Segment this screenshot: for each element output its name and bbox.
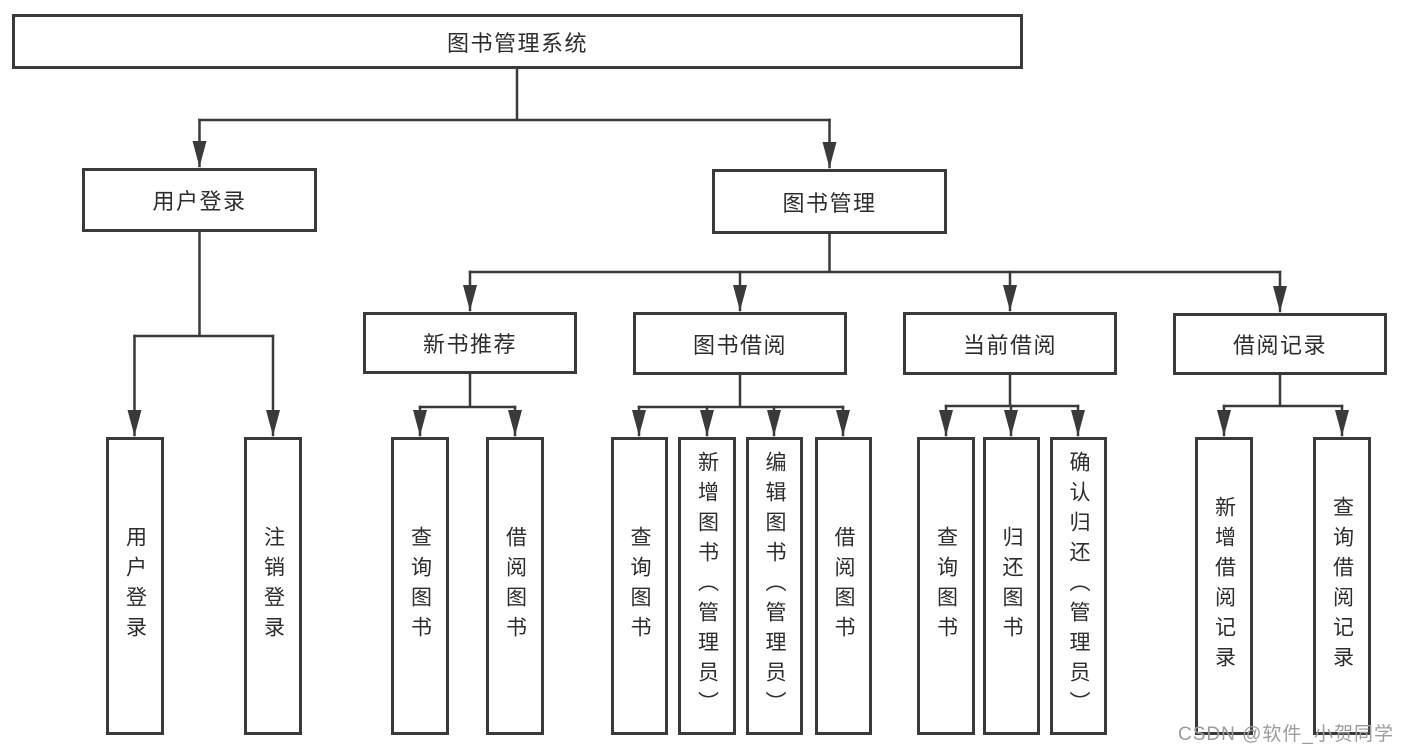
connector-current-borrow-leaves xyxy=(939,373,1085,437)
leaf-logout-login: 注销登录 xyxy=(244,437,302,735)
node-root-system: 图书管理系统 xyxy=(12,14,1023,69)
leaf-label: 确认归还（管理员） xyxy=(1067,451,1090,721)
leaf-label: 借阅图书 xyxy=(832,526,855,646)
leaf-label: 新增图书（管理员） xyxy=(695,451,719,721)
leaf-query-books-borrow: 查询图书 xyxy=(611,437,668,735)
connector-book-borrow-leaves xyxy=(632,373,850,437)
connector-book-management-categories xyxy=(463,232,1287,313)
leaf-borrow-books: 借阅图书 xyxy=(815,437,872,735)
leaf-user-login: 用户登录 xyxy=(106,437,164,735)
leaf-add-books-admin: 新增图书（管理员） xyxy=(678,437,736,735)
node-borrow-records: 借阅记录 xyxy=(1173,313,1387,375)
leaf-label: 注销登录 xyxy=(261,526,285,646)
leaf-edit-books-admin: 编辑图书（管理员） xyxy=(746,437,803,735)
leaf-label: 新增借阅记录 xyxy=(1212,496,1236,676)
leaf-label: 查询图书 xyxy=(408,526,432,646)
connector-borrow-records-leaves xyxy=(1217,373,1349,437)
leaf-return-books: 归还图书 xyxy=(983,437,1040,735)
leaf-query-books-recommend: 查询图书 xyxy=(391,437,449,735)
connector-user-login-leaves xyxy=(127,230,280,437)
node-new-book-recommend: 新书推荐 xyxy=(363,312,577,374)
leaf-query-books-current: 查询图书 xyxy=(917,437,975,735)
node-current-borrow: 当前借阅 xyxy=(903,312,1117,375)
node-user-login: 用户登录 xyxy=(82,168,317,232)
leaf-label: 用户登录 xyxy=(123,526,147,646)
leaf-confirm-return-admin: 确认归还（管理员） xyxy=(1050,437,1107,735)
leaf-label: 查询图书 xyxy=(934,526,958,646)
leaf-borrow-books-recommend: 借阅图书 xyxy=(486,437,544,735)
leaf-label: 归还图书 xyxy=(1000,526,1023,646)
connector-root-branches xyxy=(192,67,837,169)
leaf-add-borrow-record: 新增借阅记录 xyxy=(1195,437,1253,735)
leaf-label: 查询借阅记录 xyxy=(1330,496,1354,676)
csdn-watermark: CSDN @软件_小贺同学 xyxy=(1178,724,1394,745)
node-book-borrow: 图书借阅 xyxy=(633,312,847,375)
node-book-management: 图书管理 xyxy=(712,169,947,234)
leaf-label: 编辑图书（管理员） xyxy=(763,451,786,721)
leaf-label: 借阅图书 xyxy=(503,526,527,646)
leaf-label: 查询图书 xyxy=(628,526,651,646)
leaf-query-borrow-record: 查询借阅记录 xyxy=(1313,437,1371,735)
connector-new-book-leaves xyxy=(413,372,522,437)
